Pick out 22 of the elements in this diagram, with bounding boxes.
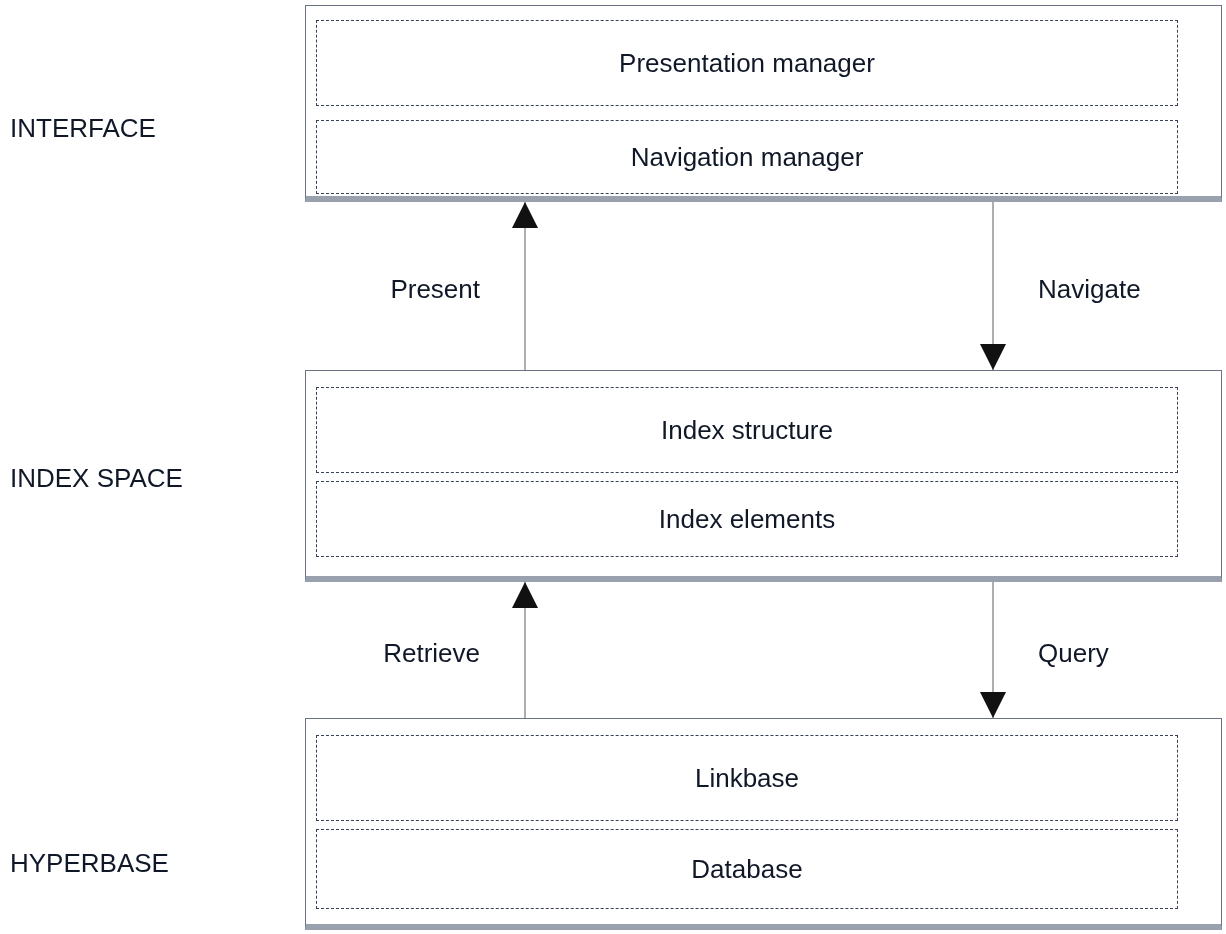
component-label: Database <box>691 852 803 886</box>
component-box <box>316 735 1178 821</box>
layer-box <box>305 370 1222 582</box>
component-label: Navigation manager <box>630 140 864 174</box>
layer-label: INTERFACE <box>10 112 156 145</box>
component-label: Index structure <box>661 413 833 447</box>
arrow <box>512 581 538 719</box>
component-box <box>316 120 1178 194</box>
component-box <box>316 20 1178 106</box>
layer-box <box>305 5 1222 202</box>
layer-label: HYPERBASE <box>10 847 169 880</box>
component-label: Presentation manager <box>619 46 875 80</box>
component-box <box>316 481 1178 557</box>
layer-label: INDEX SPACE <box>10 462 183 495</box>
component-label: Index elements <box>658 502 836 536</box>
component-box <box>316 387 1178 473</box>
arrow <box>980 581 1006 719</box>
component-box <box>316 829 1178 909</box>
arrow <box>980 201 1006 371</box>
component-label: Linkbase <box>694 761 800 795</box>
arrow <box>512 201 538 371</box>
layer-box <box>305 718 1222 930</box>
